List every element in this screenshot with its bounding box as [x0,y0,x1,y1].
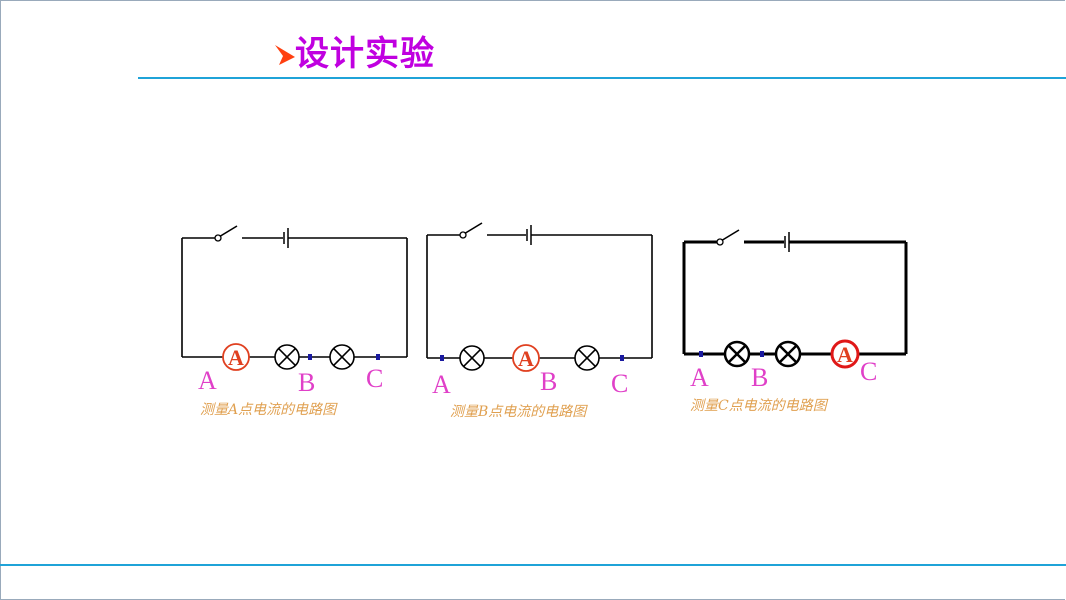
arrow-bullet-icon [275,45,295,65]
point-label-a: A [198,366,217,395]
point-marker [440,355,444,361]
point-label-b: B [751,363,768,392]
ammeter-symbol: A [518,346,534,371]
circuit-caption: 测量B点电流的电路图 [450,404,588,420]
point-label-c: C [366,364,383,393]
switch-icon [716,229,740,246]
point-marker [376,354,380,360]
point-label-c: C [860,357,877,386]
circuit-caption: 测量A点电流的电路图 [200,402,338,418]
circuit-3: A A B C 测量C点电流的电路图 [682,229,908,414]
switch-icon [459,222,483,239]
point-marker [620,355,624,361]
point-label-c: C [611,369,628,398]
point-marker [308,354,312,360]
ammeter-symbol: A [837,342,853,367]
ammeter-icon: A [830,339,860,369]
switch-icon [214,225,238,242]
slide-title: 设计实验 [275,26,435,75]
point-marker [760,351,764,357]
title-text: 设计实验 [295,34,435,74]
lamp-icon [723,340,751,368]
circuit-caption: 测量C点电流的电路图 [690,398,829,414]
ammeter-icon: A [222,343,250,371]
lamp-icon [774,340,802,368]
ammeter-symbol: A [228,345,244,370]
lamp-icon [274,344,300,370]
circuit-1: AA B C 测量A点电流的电路图 [181,225,408,418]
point-label-a: A [690,363,709,392]
point-label-b: B [540,367,557,396]
top-rule [138,77,1066,79]
battery-icon [526,225,532,245]
battery-icon [784,232,790,252]
lamp-icon [574,345,600,371]
ammeter-icon: A [512,344,540,372]
lamp-icon [329,344,355,370]
point-label-a: A [432,370,451,399]
point-marker [699,351,703,357]
lamp-icon [459,345,485,371]
bottom-rule [0,564,1066,566]
battery-icon [283,228,289,248]
point-label-b: B [298,368,315,397]
